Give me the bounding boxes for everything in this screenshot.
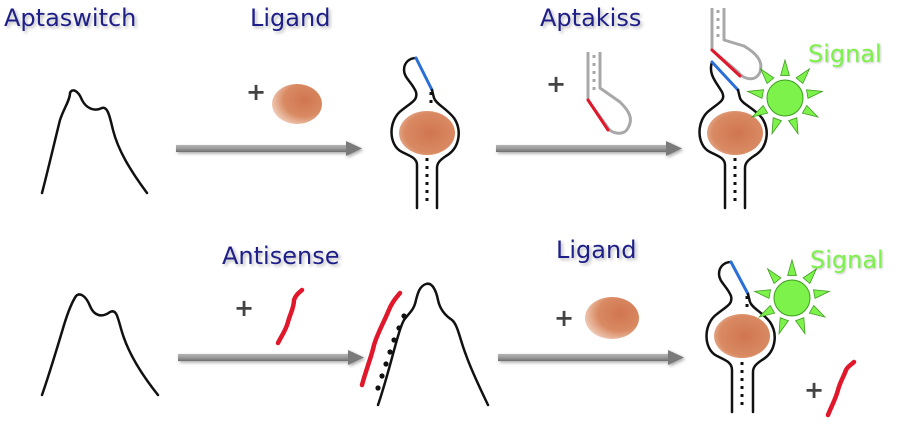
aptaswitch-strand-bottom [40,293,160,397]
signal-ray [766,267,782,285]
signal-ray [750,104,769,118]
aptaswitch-strand-top [40,89,149,195]
ligand-ball-top [272,84,322,124]
signal-ray [805,89,824,99]
folded-strand-right [430,88,460,210]
signal-core [773,279,811,317]
ligand-ball-kiss-top [707,111,763,155]
signal-ray [795,67,811,85]
blue-segment-top [414,56,434,92]
signal-ray [812,289,831,299]
signal-ray [757,304,776,318]
label-aptaswitch: Aptaswitch [4,4,137,32]
folded-aptaswitch-with-ligand-top [390,56,460,210]
signal-ray [746,89,765,99]
signal-ray [780,58,790,76]
signal-star-bottom [753,258,831,336]
red-segment-aptakiss [586,98,610,132]
signal-ray [801,104,820,118]
arrow-bottom-1 [178,350,364,365]
signal-ray [753,289,772,299]
aptakiss-hairpin [586,52,632,135]
signal-ray [759,67,775,85]
signal-core [766,79,804,117]
folded-aptaswitch-bottom [705,260,776,414]
ligand-ball-bottom [585,297,639,339]
ligand-ball-bound-top [399,111,455,155]
plus-antisense: + [234,294,255,322]
plus-ligand-top: + [246,78,267,106]
label-signal-top: Signal [808,40,882,68]
released-antisense [825,359,857,418]
plus-aptakiss: + [546,70,567,98]
signal-ray [808,304,827,318]
label-antisense: Antisense [222,242,340,270]
signal-ray [787,258,797,276]
folded-strand-left [390,56,419,210]
label-ligand-bottom: Ligand [556,236,637,264]
arrow-bottom-2 [498,350,684,365]
signal-ray [802,267,818,285]
signal-star-top [746,58,824,136]
plus-ligand-bottom: + [554,304,575,332]
kissing-complex-top [698,8,768,210]
label-signal-bottom: Signal [810,246,884,274]
arrow-top-2 [496,141,682,156]
signal-ray [771,117,783,136]
antisense-hybrid [359,282,490,407]
plus-released-antisense: + [804,376,825,404]
antisense-strand [275,287,305,346]
signal-ray [787,117,799,136]
arrow-top-1 [176,141,362,156]
label-aptakiss: Aptakiss [540,4,642,32]
label-ligand-top: Ligand [250,4,331,32]
signal-ray [794,317,806,336]
signal-ray [778,317,790,336]
ligand-ball-bound-bottom [714,314,770,358]
